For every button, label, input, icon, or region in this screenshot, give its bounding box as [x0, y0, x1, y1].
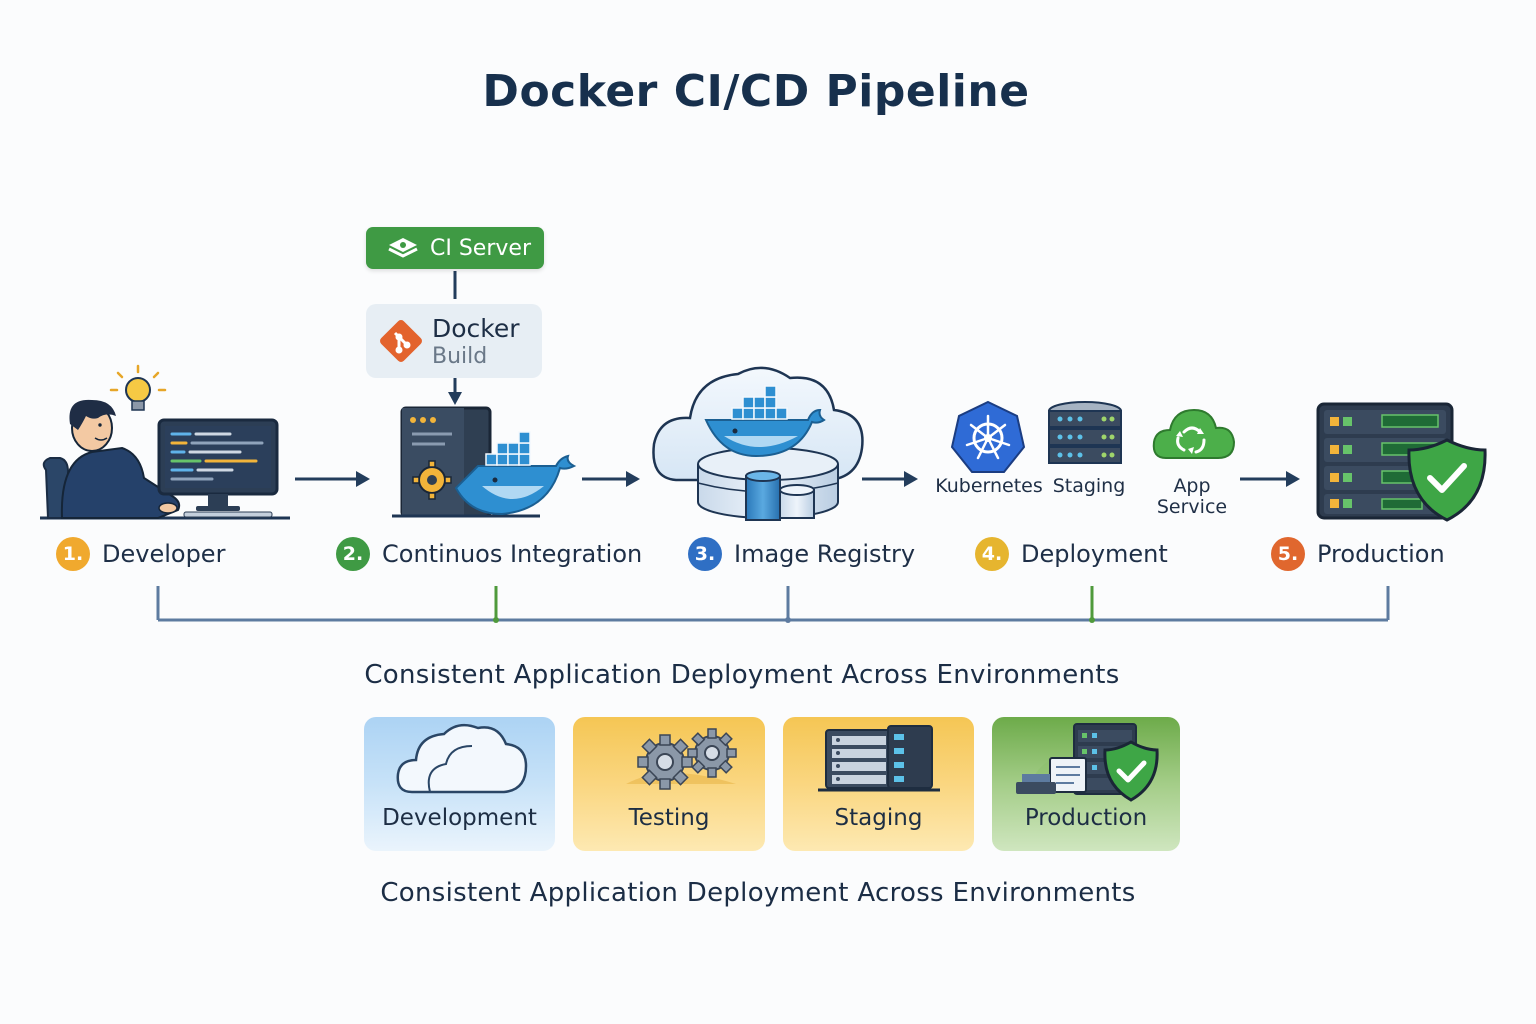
ci-server-badge[interactable]: CI Server: [366, 227, 544, 269]
stage-number-badge: 5.: [1271, 537, 1305, 571]
stage-number-badge: 1.: [56, 537, 90, 571]
env-label: Staging: [834, 805, 923, 831]
docker-build-title: Docker: [432, 314, 520, 343]
build-connector-arrow: [448, 378, 462, 405]
production-server-shield-icon: [1316, 402, 1487, 522]
page-title: Docker CI/CD Pipeline: [482, 66, 1030, 117]
stage-label-text: Production: [1317, 540, 1445, 568]
env-card-staging[interactable]: Staging: [783, 717, 974, 851]
flow-arrow-3: [862, 471, 918, 487]
kubernetes-icon: [950, 400, 1026, 473]
stage-label-text: Continuos Integration: [382, 540, 643, 568]
stage-number-badge: 4.: [975, 537, 1009, 571]
stage-label-text: Image Registry: [734, 540, 916, 568]
kubernetes-label: Kubernetes: [935, 475, 1043, 497]
docker-build-box: Docker Build: [366, 304, 542, 378]
stage-image-registry[interactable]: 3. Image Registry: [688, 536, 915, 572]
ci-server-icon: [386, 236, 420, 260]
stages-bracket: [156, 586, 1390, 623]
stage-deployment[interactable]: 4. Deployment: [975, 536, 1168, 572]
git-icon: [380, 320, 422, 362]
docker-build-subtitle: Build: [432, 344, 488, 369]
ci-server-label: CI Server: [430, 235, 531, 261]
stage-continuous-integration[interactable]: 2. Continuos Integration: [336, 536, 642, 572]
app-service-label: App Service: [1150, 476, 1234, 518]
flow-arrow-4: [1240, 471, 1300, 487]
env-card-production[interactable]: Production: [992, 717, 1180, 851]
cloud-registry-icon: [652, 366, 864, 521]
subtitle-bottom: Consistent Application Deployment Across…: [380, 878, 1136, 908]
stage-number-badge: 3.: [688, 537, 722, 571]
app-service-label-line2: Service: [1156, 496, 1228, 518]
stage-label-text: Deployment: [1021, 540, 1168, 568]
env-card-development[interactable]: Development: [364, 717, 555, 851]
env-label: Production: [1024, 805, 1148, 831]
env-card-testing[interactable]: Testing: [573, 717, 765, 851]
flow-arrow-1: [295, 471, 370, 487]
app-service-cloud-icon: [1152, 408, 1236, 459]
developer-at-computer-icon: [40, 364, 290, 520]
stage-number-badge: 2.: [336, 537, 370, 571]
env-label: Development: [382, 805, 537, 831]
stage-developer[interactable]: 1. Developer: [56, 536, 225, 572]
flow-arrow-2: [582, 471, 640, 487]
build-server-docker-icon: [392, 406, 577, 518]
stage-production[interactable]: 5. Production: [1271, 536, 1445, 572]
subtitle-top: Consistent Application Deployment Across…: [364, 660, 1120, 690]
staging-target-label: Staging: [1052, 475, 1126, 497]
server-stack-icon: [1048, 401, 1122, 464]
app-service-label-line1: App: [1173, 475, 1211, 497]
stage-label-text: Developer: [102, 540, 226, 568]
env-label: Testing: [628, 805, 710, 831]
